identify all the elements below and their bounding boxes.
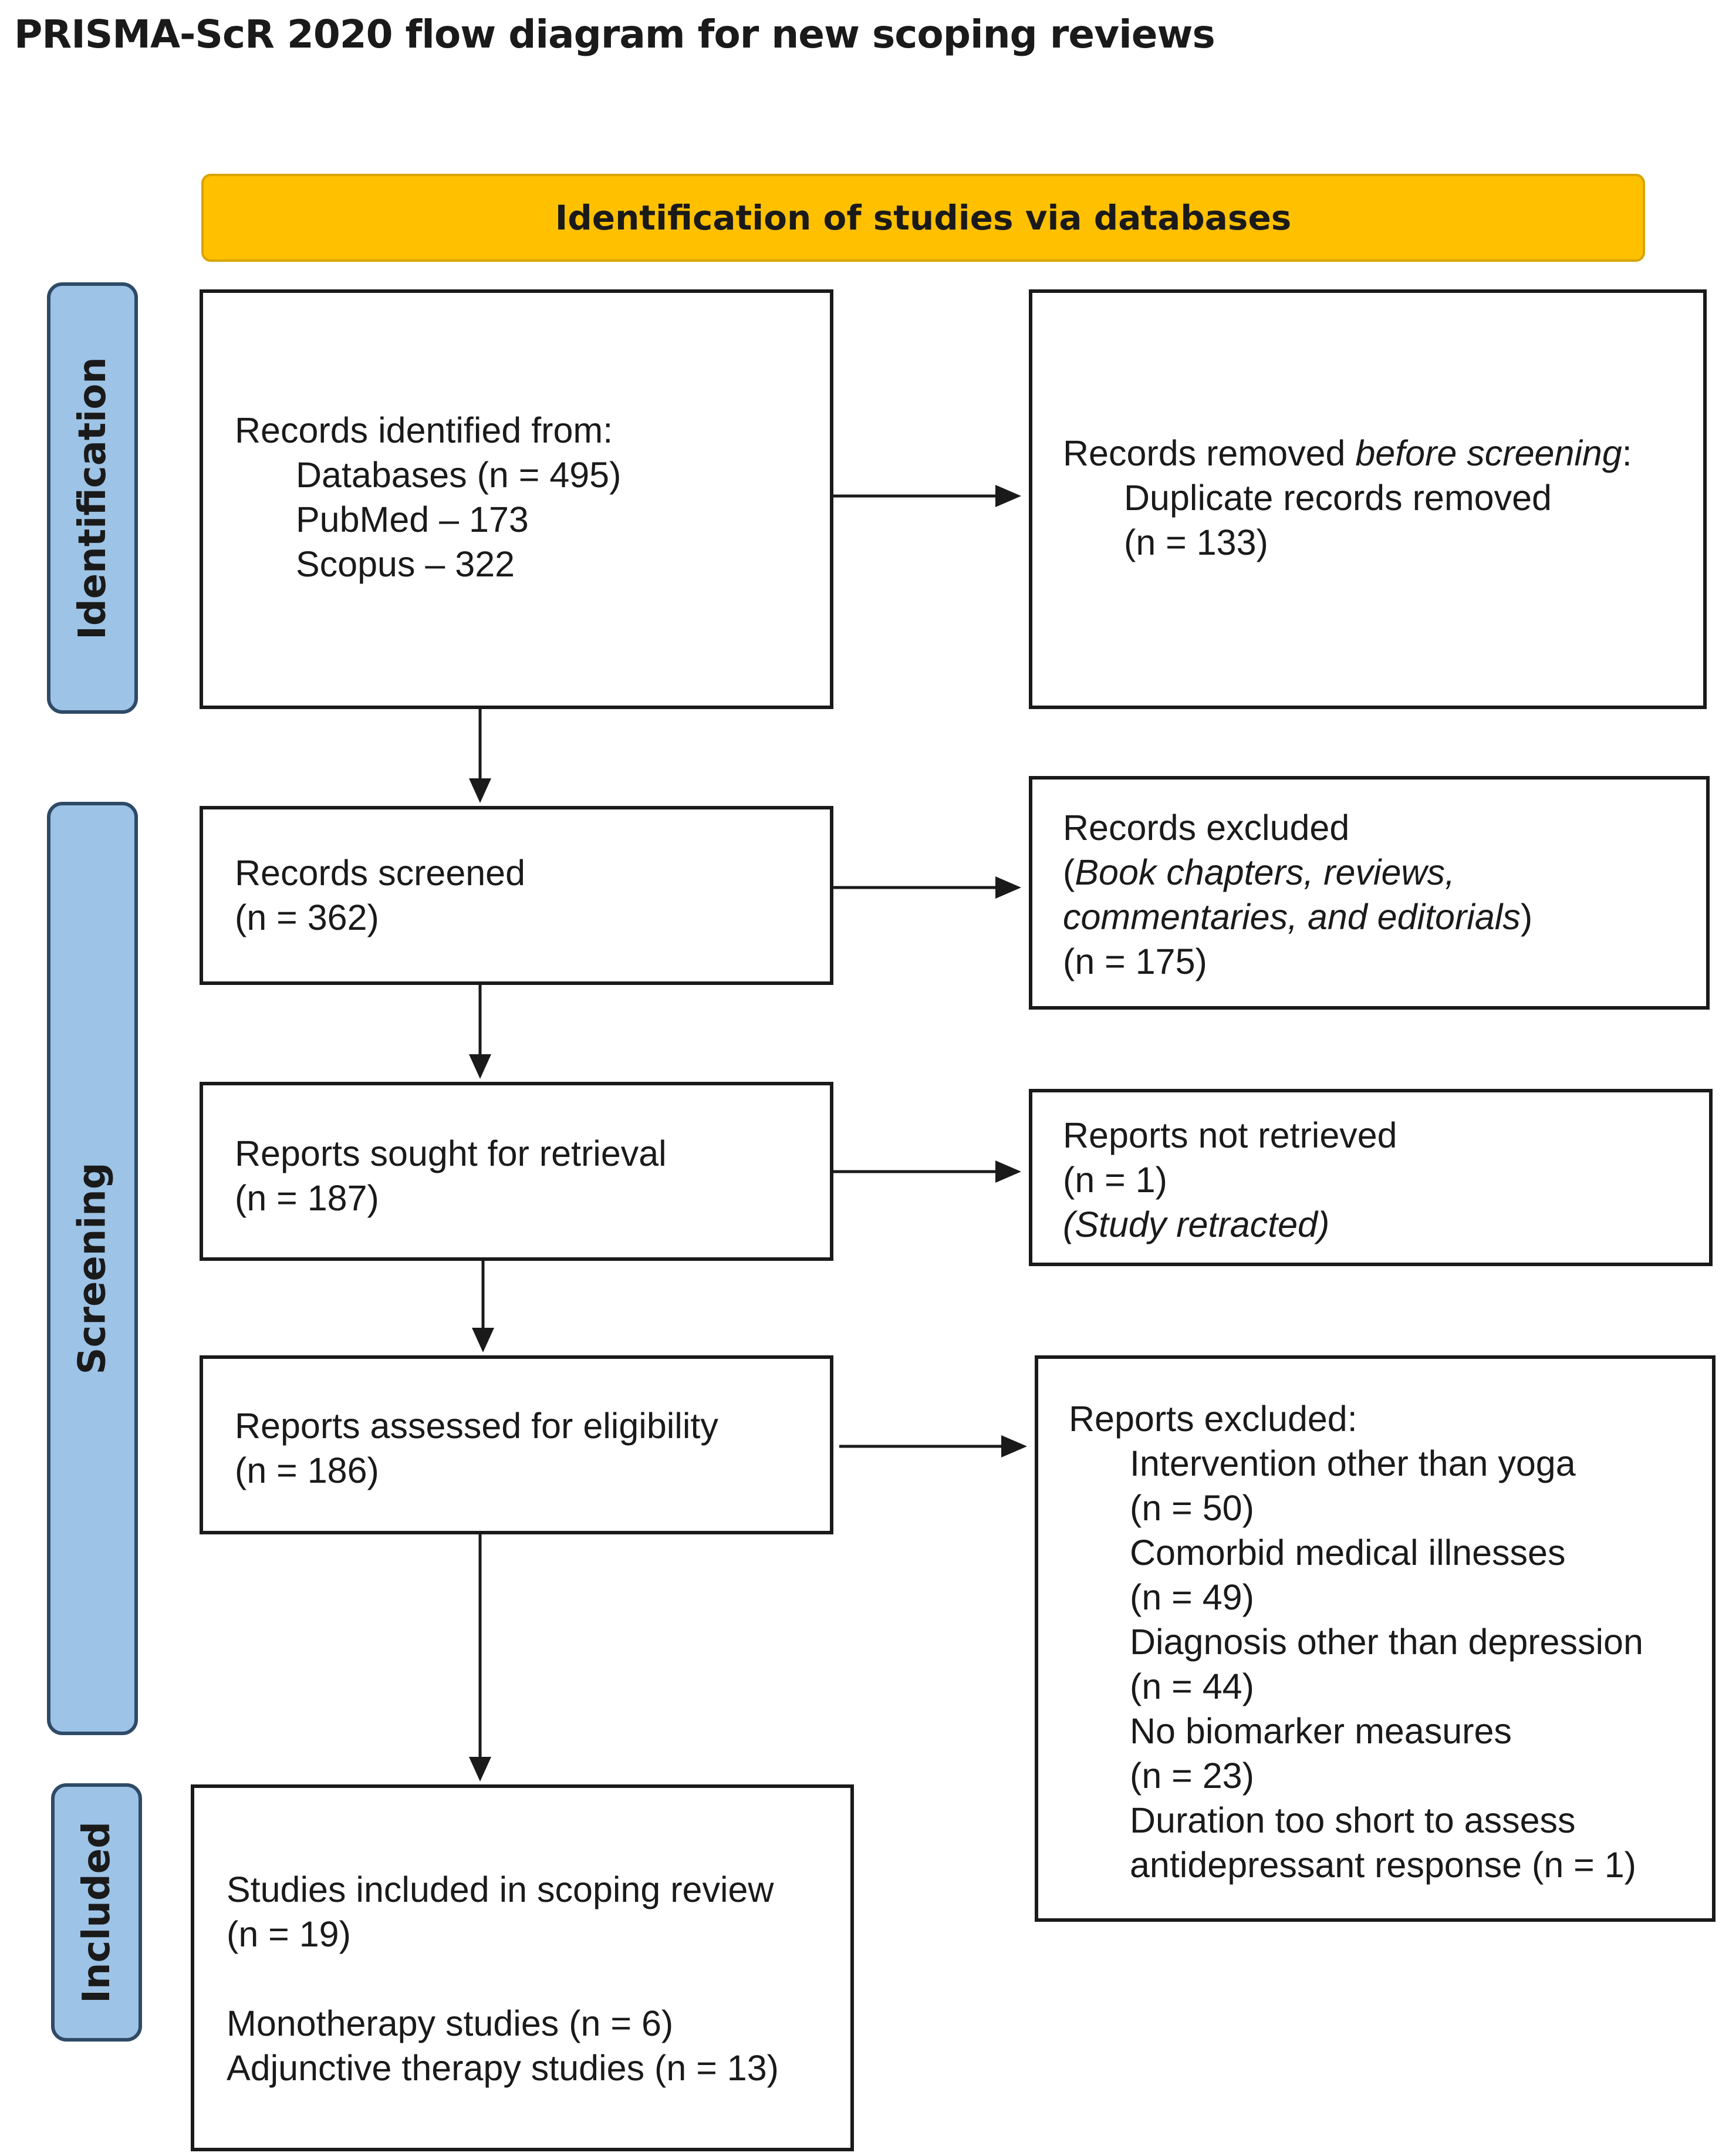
assessed-count: (n = 186) [235, 1450, 379, 1490]
studies-included-box: Studies included in scoping review (n = … [191, 1784, 854, 2151]
records-screened-box: Records screened (n = 362) [200, 806, 833, 985]
reports-not-retrieved-box: Reports not retrieved (n = 1) (Study ret… [1029, 1089, 1713, 1266]
arrowhead [469, 1757, 491, 1782]
scopus-count: Scopus – 322 [296, 544, 515, 584]
box-heading: Reports not retrieved [1063, 1115, 1397, 1155]
identification-header-banner: Identification of studies via databases [201, 174, 1645, 262]
records-identified-box: Records identified from: Databases (n = … [200, 289, 833, 709]
phase-label-screening: Screening [47, 802, 138, 1735]
reports-assessed-box: Reports assessed for eligibility (n = 18… [200, 1355, 833, 1534]
exclusion-count: (n = 50) [1130, 1488, 1254, 1528]
exclusion-reason: Duration too short to assess [1130, 1800, 1576, 1840]
records-excluded-box: Records excluded (Book chapters, reviews… [1029, 776, 1710, 1010]
included-count: (n = 19) [227, 1914, 351, 1954]
excluded-count: (n = 175) [1063, 942, 1207, 981]
box-heading: Records excluded [1063, 808, 1350, 848]
box-heading: Studies included in scoping review [227, 1870, 774, 1909]
exclusion-reason: Intervention other than yoga [1130, 1443, 1576, 1483]
arrowhead [995, 1160, 1021, 1183]
header-label: Identification of studies via databases [555, 198, 1292, 238]
exclusion-count: (n = 49) [1130, 1577, 1254, 1617]
exclusion-count: (n = 23) [1130, 1756, 1254, 1796]
not-retrieved-note: (Study retracted) [1063, 1204, 1330, 1244]
box-heading: Reports assessed for eligibility [235, 1406, 718, 1446]
exclusion-reason: Diagnosis other than depression [1130, 1622, 1643, 1662]
monotherapy-count: Monotherapy studies (n = 6) [227, 2003, 674, 2043]
phase-label-included: Included [51, 1783, 142, 2042]
not-retrieved-count: (n = 1) [1063, 1160, 1167, 1200]
exclusion-count: (n = 44) [1130, 1666, 1254, 1706]
box-heading: Reports excluded: [1069, 1399, 1357, 1439]
phase-label-identification: Identification [47, 282, 138, 714]
exclusion-count: antidepressant response (n = 1) [1130, 1845, 1636, 1885]
arrowhead [995, 876, 1021, 899]
box-heading: Records identified from: [235, 410, 613, 450]
reports-sought-box: Reports sought for retrieval (n = 187) [200, 1082, 833, 1261]
arrowhead [469, 778, 491, 803]
box-heading: Records removed before screening: [1063, 433, 1632, 473]
arrowhead [469, 1054, 491, 1079]
adjunctive-count: Adjunctive therapy studies (n = 13) [227, 2048, 779, 2088]
screened-count: (n = 362) [235, 898, 379, 937]
records-removed-box: Records removed before screening: Duplic… [1029, 289, 1707, 709]
duplicates-label: Duplicate records removed [1124, 478, 1552, 518]
box-heading: Reports sought for retrieval [235, 1133, 667, 1173]
exclusion-reason: Comorbid medical illnesses [1130, 1533, 1566, 1573]
reports-excluded-box: Reports excluded: Intervention other tha… [1035, 1355, 1716, 1922]
arrowhead [1001, 1435, 1027, 1457]
arrowhead [995, 485, 1021, 507]
excluded-detail-1: (Book chapters, reviews, [1063, 852, 1455, 892]
arrowhead [472, 1328, 494, 1352]
page-title: PRISMA-ScR 2020 flow diagram for new sco… [14, 12, 1215, 57]
pubmed-count: PubMed – 173 [296, 500, 529, 539]
box-heading: Records screened [235, 853, 526, 893]
databases-count: Databases (n = 495) [296, 455, 622, 495]
sought-count: (n = 187) [235, 1178, 379, 1218]
exclusion-reason: No biomarker measures [1130, 1711, 1512, 1751]
duplicates-count: (n = 133) [1124, 522, 1268, 562]
excluded-detail-2: commentaries, and editorials) [1063, 897, 1533, 937]
